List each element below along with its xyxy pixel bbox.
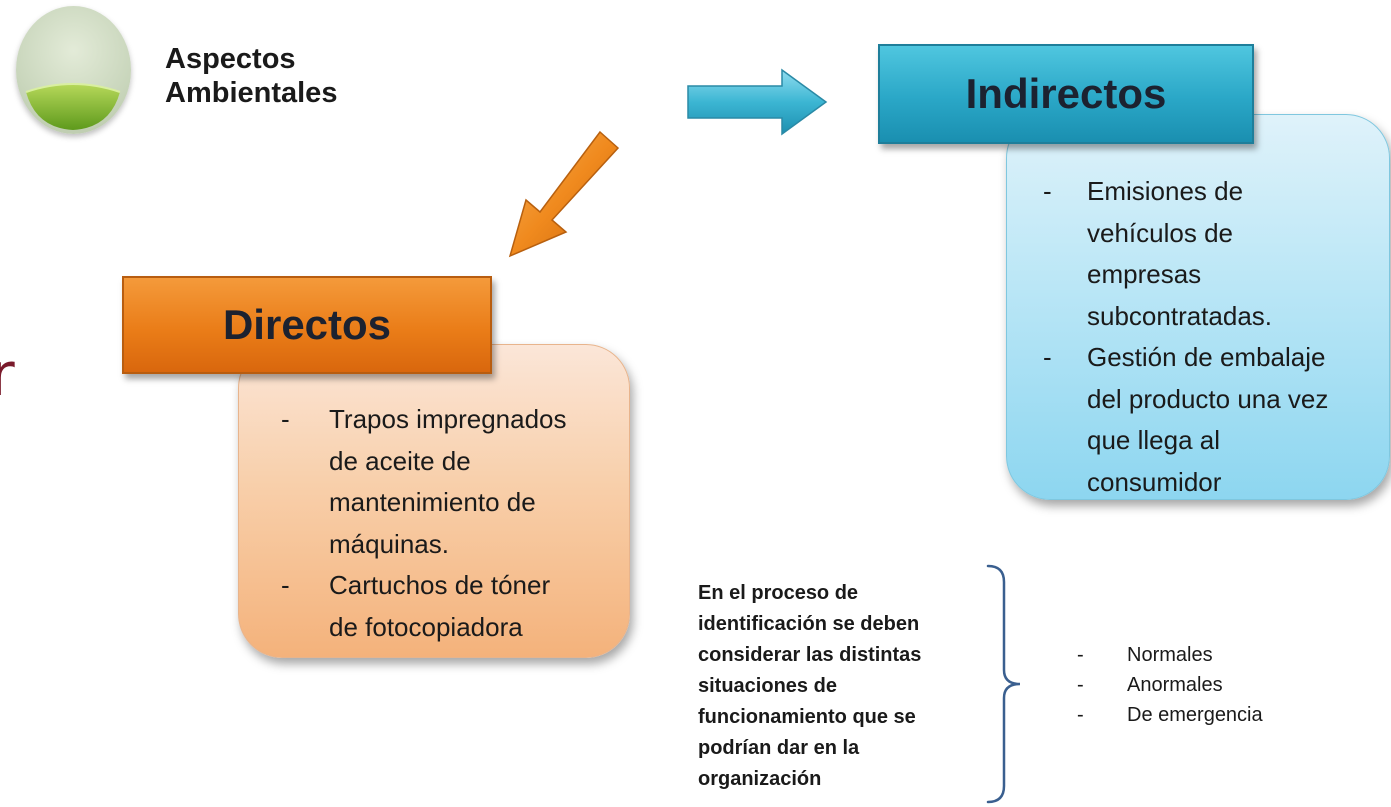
list-dash: - (1043, 342, 1052, 372)
indirect-box: - Emisiones de vehículos de empresas sub… (1006, 114, 1390, 500)
note-line: En el proceso de (698, 582, 859, 604)
list-dash: - (1043, 176, 1052, 206)
direct-header-label: Directos (222, 301, 392, 348)
list-item: - De emergencia (1077, 700, 1263, 730)
situation-label: Anormales (1127, 674, 1223, 696)
edge-fragment-text: r (0, 340, 15, 410)
list-item-line: que llega al (1087, 425, 1220, 455)
note-line: considerar las distintas (698, 644, 922, 666)
list-item-line: empresas (1087, 259, 1202, 289)
list-dash: - (1077, 644, 1084, 666)
arrow-right-icon (687, 68, 828, 136)
list-item: - Anormales (1077, 670, 1263, 700)
list-dash: - (1077, 704, 1084, 726)
list-item-line: Gestión de embalaje (1087, 342, 1326, 372)
list-item-line: consumidor (1087, 466, 1222, 497)
arrow-down-left-icon (508, 130, 620, 258)
list-item-line: subcontratadas. (1087, 300, 1273, 331)
list-item-line: Trapos impregnados (329, 404, 567, 434)
note-line: funcionamiento que se (698, 706, 916, 728)
list-item-line: mantenimiento de (329, 487, 536, 517)
list-item-line: del producto una vez (1087, 383, 1329, 414)
list-item-line: Cartuchos de tóner (329, 570, 551, 600)
right-brace-icon (986, 564, 1021, 804)
note-line: identificación se deben (698, 613, 920, 635)
list-item-line: de fotocopiadora (329, 611, 523, 642)
note-line: organización (698, 768, 822, 790)
indirect-list: - Emisiones de vehículos de empresas sub… (1007, 171, 1389, 503)
title-line-2: Ambientales (165, 77, 338, 109)
list-item: - Emisiones de vehículos de empresas sub… (1007, 171, 1389, 337)
direct-header: Directos (122, 276, 492, 374)
list-dash: - (1077, 674, 1084, 696)
direct-box: - Trapos impregnados de aceite de manten… (238, 344, 630, 658)
list-item: - Gestión de embalaje del producto una v… (1007, 337, 1389, 503)
list-item: - Trapos impregnados de aceite de manten… (239, 399, 629, 565)
direct-list: - Trapos impregnados de aceite de manten… (239, 399, 629, 648)
note-line: situaciones de (698, 675, 837, 697)
list-item-line: Emisiones de (1087, 176, 1244, 206)
page-title: Aspectos Ambientales (165, 42, 425, 110)
list-item-line: vehículos de (1087, 217, 1233, 248)
situation-label: Normales (1127, 644, 1213, 666)
identification-note: En el proceso de identificación se deben… (698, 578, 966, 795)
indirect-header-label: Indirectos (965, 70, 1167, 117)
list-dash: - (281, 570, 290, 600)
situation-label: De emergencia (1127, 704, 1263, 726)
list-dash: - (281, 404, 290, 434)
indirect-header: Indirectos (878, 44, 1254, 144)
list-item: - Normales (1077, 640, 1263, 670)
list-item-line: máquinas. (329, 528, 449, 559)
list-item-line: de aceite de (329, 445, 471, 476)
title-line-1: Aspectos (165, 43, 296, 75)
list-item: - Cartuchos de tóner de fotocopiadora (239, 565, 629, 648)
situations-list: - Normales - Anormales - De emergencia (1077, 640, 1263, 730)
logo-circle (16, 6, 131, 134)
note-line: podrían dar en la (698, 737, 860, 759)
green-bowl-logo-icon (25, 83, 121, 130)
